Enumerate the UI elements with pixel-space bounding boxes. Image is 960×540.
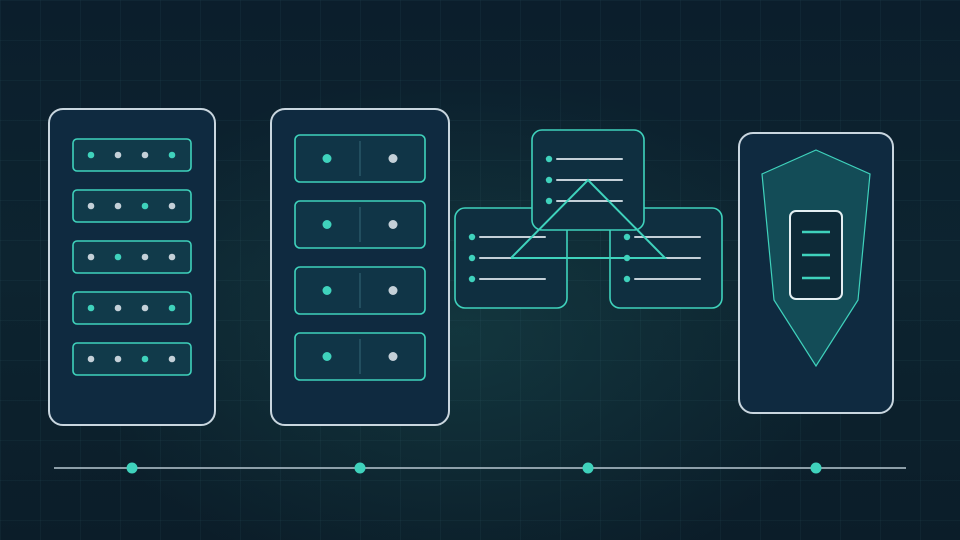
status-led xyxy=(87,202,95,210)
drive-led xyxy=(322,220,332,229)
list-bullet xyxy=(468,254,476,262)
status-led xyxy=(114,151,122,159)
status-led xyxy=(168,355,176,363)
status-led xyxy=(141,253,149,261)
drive-led xyxy=(322,352,332,361)
status-led xyxy=(114,355,122,363)
status-led xyxy=(87,151,95,159)
drive-led xyxy=(388,220,398,229)
rack-unit xyxy=(72,240,192,274)
status-led xyxy=(141,355,149,363)
drive-led xyxy=(388,352,398,361)
drive-led xyxy=(322,154,332,163)
drive-led xyxy=(388,286,398,295)
status-led xyxy=(87,355,95,363)
timeline-node xyxy=(126,462,138,474)
status-led xyxy=(87,304,95,312)
list-bullet xyxy=(623,275,631,283)
status-led xyxy=(114,253,122,261)
list-bullet xyxy=(623,233,631,241)
status-led xyxy=(141,151,149,159)
rack-unit xyxy=(72,342,192,376)
list-bullet xyxy=(545,155,553,163)
status-led xyxy=(168,304,176,312)
status-led xyxy=(168,202,176,210)
rack-unit xyxy=(72,138,192,172)
status-led xyxy=(141,304,149,312)
server-rack-icon xyxy=(48,108,216,426)
status-led xyxy=(87,253,95,261)
shield-device-icon xyxy=(738,132,894,414)
list-bullet xyxy=(468,233,476,241)
status-led xyxy=(168,253,176,261)
drive-led xyxy=(322,286,332,295)
drive-led xyxy=(388,154,398,163)
rack-unit xyxy=(72,189,192,223)
rack-unit xyxy=(72,291,192,325)
list-bullet xyxy=(545,197,553,205)
timeline-node xyxy=(810,462,822,474)
status-led xyxy=(114,202,122,210)
status-led xyxy=(114,304,122,312)
timeline-node xyxy=(354,462,366,474)
storage-array-icon xyxy=(270,108,450,426)
timeline xyxy=(54,462,906,474)
network-topology-icon xyxy=(454,129,723,309)
timeline-node xyxy=(582,462,594,474)
topology-link xyxy=(510,178,668,259)
list-bullet xyxy=(545,176,553,184)
status-led xyxy=(141,202,149,210)
list-bullet xyxy=(468,275,476,283)
status-led xyxy=(168,151,176,159)
